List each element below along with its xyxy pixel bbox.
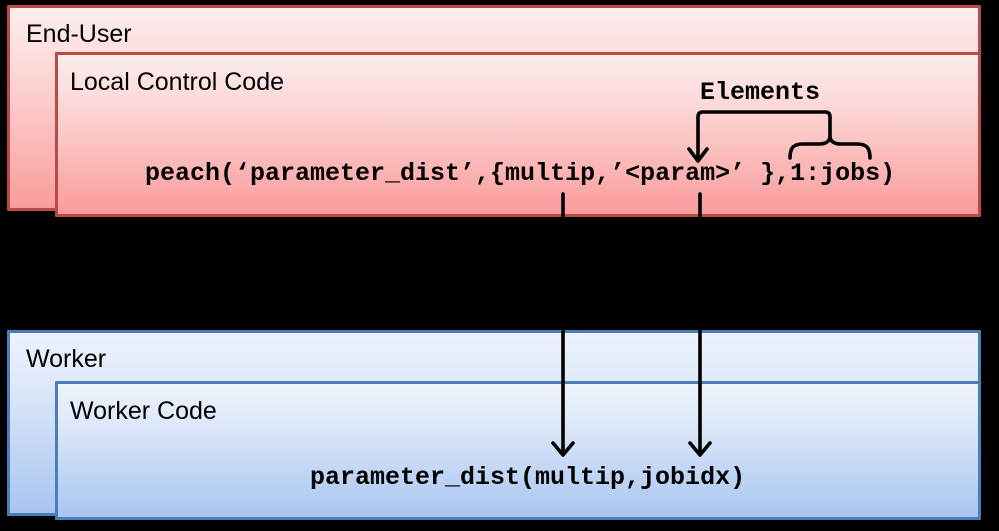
worker-code-box: Worker Code [55, 381, 981, 520]
end-user-title: End-User [26, 20, 132, 48]
peach-call-code: peach(‘parameter_dist’,{multip,’<param>’… [145, 159, 896, 188]
local-control-code-box: Local Control Code [55, 52, 981, 217]
local-control-code-title: Local Control Code [70, 68, 285, 96]
worker-code-title: Worker Code [70, 397, 217, 425]
elements-label: Elements [700, 78, 821, 107]
worker-title: Worker [26, 345, 107, 373]
worker-function-code: parameter_dist(multip,jobidx) [310, 463, 746, 492]
